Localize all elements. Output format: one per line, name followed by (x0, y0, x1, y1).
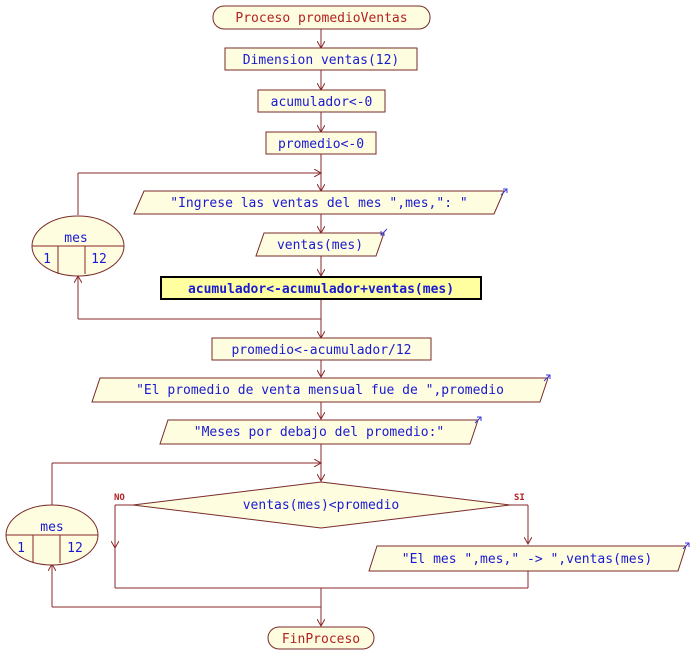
write-below-text: "Meses por debajo del promedio:" (194, 425, 444, 440)
accumulate-step: acumulador<-acumulador+ventas(mes) (160, 276, 482, 300)
start-keyword: Proceso (235, 11, 290, 26)
loop1-var: mes (64, 231, 87, 246)
branch-no-label: NO (114, 493, 125, 503)
init-promedio-step: promedio<-0 (265, 131, 377, 155)
decision-text: ventas(mes)<promedio (243, 498, 400, 513)
accumulate-text: acumulador<-acumulador+ventas(mes) (188, 282, 454, 297)
calc-promedio-step: promedio<-acumulador/12 (211, 337, 432, 361)
write-prompt-text: "Ingrese las ventas del mes ",mes,": " (170, 196, 467, 211)
end-terminator: FinProceso (267, 626, 375, 650)
connectors (52, 29, 528, 626)
write-prompt-step: "Ingrese las ventas del mes ",mes,": " (133, 188, 508, 215)
dimension-text: Dimension ventas(12) (243, 53, 400, 68)
init-acumulador-step: acumulador<-0 (257, 89, 386, 113)
loop1-para: mes 1 12 (31, 215, 125, 277)
init-acumulador-text: acumulador<-0 (271, 95, 373, 110)
write-below-step: "Meses por debajo del promedio:" (159, 416, 482, 445)
write-average-step: "El promedio de venta mensual fue de ",p… (91, 374, 551, 403)
loop2-to: 12 (67, 541, 83, 556)
loop2-var: mes (40, 520, 63, 535)
dimension-step: Dimension ventas(12) (224, 47, 418, 71)
loop2-from: 1 (17, 541, 25, 556)
read-ventas-step: ventas(mes) (255, 228, 388, 257)
end-text: FinProceso (282, 632, 360, 647)
loop1-to: 12 (91, 252, 107, 267)
write-month-text: "El mes ",mes," -> ",ventas(mes) (402, 552, 652, 567)
decision-step: ventas(mes)<promedio NO SI (114, 481, 525, 529)
calc-promedio-text: promedio<-acumulador/12 (231, 343, 411, 358)
loop2-para: mes 1 12 (5, 504, 99, 566)
start-name: promedioVentas (298, 11, 408, 26)
write-average-text: "El promedio de venta mensual fue de ",p… (136, 383, 504, 398)
write-month-step: "El mes ",mes," -> ",ventas(mes) (368, 542, 690, 572)
read-ventas-text: ventas(mes) (277, 238, 363, 253)
start-terminator: Proceso promedioVentas (212, 5, 431, 30)
start-text: Proceso promedioVentas (235, 11, 407, 26)
branch-si-label: SI (514, 493, 525, 503)
init-promedio-text: promedio<-0 (278, 137, 364, 152)
loop1-from: 1 (43, 252, 51, 267)
